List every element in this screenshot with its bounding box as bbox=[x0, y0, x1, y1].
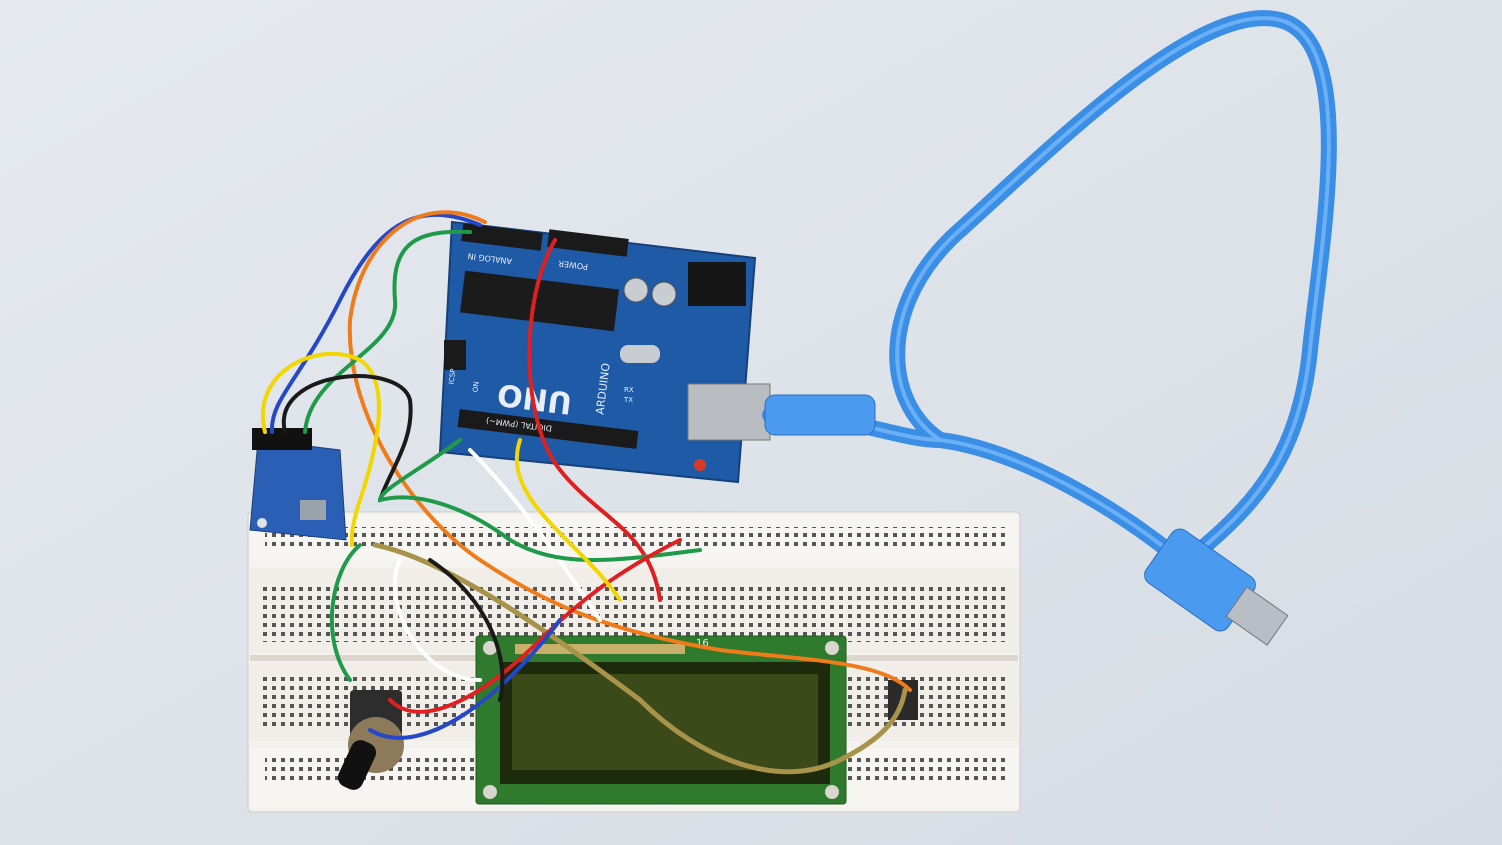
wire-black-2 bbox=[428, 558, 505, 702]
lcd-pin-label: 16 bbox=[696, 638, 709, 649]
usb-b-port bbox=[687, 383, 771, 441]
usb-a-connector bbox=[1225, 586, 1289, 646]
wire-tan bbox=[372, 542, 908, 775]
icsp-header bbox=[444, 340, 466, 370]
wire-green-2 bbox=[329, 543, 362, 682]
tx-label: TX bbox=[623, 396, 633, 404]
digital-header bbox=[457, 409, 639, 449]
wire-red bbox=[527, 238, 662, 602]
wire-yellow-2 bbox=[515, 438, 622, 602]
analog-header bbox=[461, 223, 543, 251]
on-label: ON bbox=[472, 381, 481, 393]
arduino-brand: ARDUINO bbox=[593, 362, 612, 415]
wire-blue-2 bbox=[368, 618, 562, 740]
wire-yellow bbox=[261, 351, 381, 547]
usb-b-plug bbox=[764, 394, 876, 436]
atmega-chip bbox=[460, 270, 619, 332]
capacitor bbox=[623, 277, 649, 303]
capacitor bbox=[651, 281, 677, 307]
lcd-header-pins bbox=[515, 644, 685, 654]
potentiometer bbox=[337, 690, 404, 790]
dc-jack bbox=[688, 262, 746, 306]
arduino-board: UNO ARDUINO DIGITAL (PWM~) ANALOG IN POW… bbox=[438, 220, 771, 484]
reset-button bbox=[694, 459, 706, 471]
icsp-label: ICSP bbox=[448, 368, 458, 384]
power-header bbox=[547, 229, 629, 257]
wire-white-2 bbox=[392, 558, 482, 682]
wire-orange bbox=[347, 210, 912, 692]
sensor-header-pins bbox=[252, 428, 312, 450]
power-label: POWER bbox=[558, 259, 589, 272]
wire-green bbox=[303, 229, 472, 434]
wire-black bbox=[281, 374, 413, 502]
usb-cable bbox=[762, 10, 1337, 646]
crystal bbox=[620, 345, 660, 363]
sensor-module bbox=[249, 428, 347, 541]
jumper-wires bbox=[261, 210, 912, 775]
rx-label: RX bbox=[624, 386, 634, 394]
wire-green-3 bbox=[377, 438, 702, 562]
wire-red-2 bbox=[388, 538, 682, 714]
